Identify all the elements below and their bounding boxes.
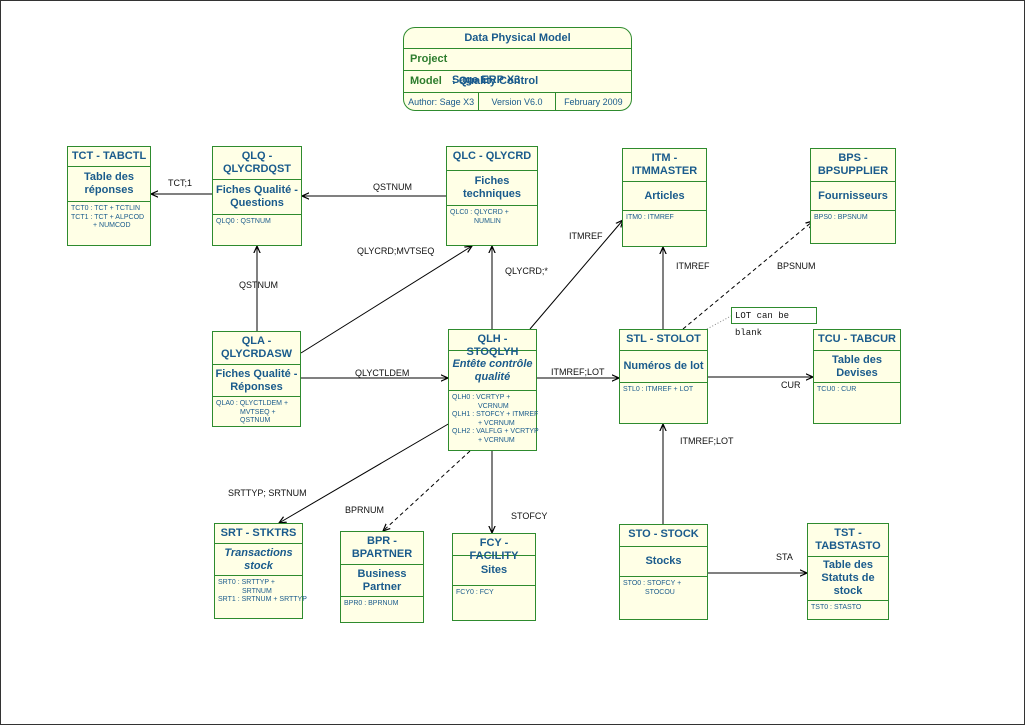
entity-keys: QLH0 : VCRTYP + VCRNUM QLH1 : STOFCY + I… <box>452 394 539 444</box>
entity-header: TCU - TABCUR <box>814 330 900 351</box>
entity-sto[interactable]: STO - STOCK Stocks STO0 : STOFCY + STOCO… <box>619 524 708 620</box>
link-label: ITMREF <box>676 261 710 271</box>
entity-desc: Transactions stock <box>215 544 302 576</box>
entity-header: STL - STOLOT <box>620 330 707 351</box>
entity-desc: Business Partner <box>341 565 423 597</box>
entity-header: BPS - BPSUPPLIER <box>811 149 895 182</box>
entity-qlq[interactable]: QLQ - QLYCRDQST Fiches Qualité - Questio… <box>212 146 302 246</box>
entity-keys: BPR0 : BPRNUM <box>344 600 399 607</box>
link-note <box>706 315 732 330</box>
link-qlh-bpr <box>383 450 471 531</box>
link-qlh-srt <box>279 422 451 523</box>
entity-header: QLC - QLYCRD <box>447 147 537 171</box>
entity-desc: Fiches Qualité - Questions <box>213 180 301 215</box>
model-label: Model <box>410 75 442 87</box>
entity-stl[interactable]: STL - STOLOT Numéros de lot STL0 : ITMRE… <box>619 329 708 424</box>
entity-header: QLA - QLYCRDASW <box>213 332 300 365</box>
entity-srt[interactable]: SRT - STKTRS Transactions stock SRT0 : S… <box>214 523 307 619</box>
link-label: BPSNUM <box>777 261 816 271</box>
entity-desc: Fournisseurs <box>811 182 895 211</box>
entity-keys: TST0 : STASTO <box>811 604 862 611</box>
entity-keys: QLC0 : QLYCRD + NUMLIN <box>450 209 509 225</box>
entity-tst[interactable]: TST - TABSTASTO Table des Statuts de sto… <box>807 523 889 620</box>
entity-header: ITM - ITMMASTER <box>623 149 706 182</box>
entity-header: QLH - STOQLYH <box>449 330 536 358</box>
entity-keys: FCY0 : FCY <box>456 589 494 596</box>
entity-qlh[interactable]: QLH - STOQLYH Entête contrôle qualité QL… <box>448 329 539 451</box>
entity-header: STO - STOCK <box>620 525 707 547</box>
link-label: ITMREF;LOT <box>680 436 734 446</box>
project-label: Project : <box>410 53 448 86</box>
date: February 2009 <box>564 97 623 107</box>
entity-desc: Numéros de lot <box>620 351 707 383</box>
title-block: Data Physical Model Project : Sage ERP X3… <box>403 27 632 111</box>
entity-keys: BPS0 : BPSNUM <box>814 214 868 221</box>
link-qlh-itm <box>529 220 623 330</box>
entity-keys: TCU0 : CUR <box>817 386 857 393</box>
link-label: STOFCY <box>511 511 548 521</box>
entity-keys: STL0 : ITMREF + LOT <box>623 386 694 393</box>
entity-keys: QLA0 : QLYCTLDEM + MVTSEQ + QSTNUM <box>216 400 289 424</box>
link-label: SRTTYP; SRTNUM <box>228 488 307 498</box>
entity-header: SRT - STKTRS <box>215 524 302 544</box>
entity-itm[interactable]: ITM - ITMMASTER Articles ITM0 : ITMREF <box>622 148 707 247</box>
entity-header: QLQ - QLYCRDQST <box>213 147 301 180</box>
note-lot-blank: LOT can be blank <box>731 307 817 338</box>
entity-bps[interactable]: BPS - BPSUPPLIER Fournisseurs BPS0 : BPS… <box>810 148 896 244</box>
version: Version V6.0 <box>479 93 556 110</box>
entity-bpr[interactable]: BPR - BPARTNER Business Partner BPR0 : B… <box>340 531 424 623</box>
entity-desc: Sites <box>453 556 535 586</box>
entity-desc: Articles <box>623 182 706 211</box>
model-value: : Quality Control <box>452 75 539 87</box>
entity-desc: Fiches Qualité - Réponses <box>213 365 300 397</box>
author: Author: Sage X3 <box>404 93 480 110</box>
meta-row: Author: Sage X3 Version V6.0 February 20… <box>404 93 631 110</box>
entity-keys: SRT0 : SRTTYP + SRTNUM SRT1 : SRTNUM + S… <box>218 579 307 603</box>
link-label: QSTNUM <box>239 280 278 290</box>
entity-tcu[interactable]: TCU - TABCUR Table des Devises TCU0 : CU… <box>813 329 901 424</box>
project-value: Sage ERP X3 <box>452 74 521 86</box>
entity-desc: Stocks <box>620 547 707 577</box>
link-label: ITMREF;LOT <box>551 367 605 377</box>
entity-header: TCT - TABCTL <box>68 147 150 167</box>
diagram-title: Data Physical Model <box>404 28 631 49</box>
project-row: Project : Sage ERP X3 <box>404 49 631 86</box>
link-label: QLYCRD;* <box>505 266 548 276</box>
entity-fcy[interactable]: FCY - FACILITY Sites FCY0 : FCY <box>452 533 536 621</box>
entity-tct[interactable]: TCT - TABCTL Table des réponses TCT0 : T… <box>67 146 151 246</box>
entity-desc: Entête contrôle qualité <box>449 351 536 391</box>
entity-header: TST - TABSTASTO <box>808 524 888 557</box>
entity-keys: ITM0 : ITMREF <box>626 214 674 221</box>
entity-qla[interactable]: QLA - QLYCRDASW Fiches Qualité - Réponse… <box>212 331 301 427</box>
entity-keys: STO0 : STOFCY + STOCOU <box>623 580 682 596</box>
entity-desc: Table des réponses <box>68 167 150 202</box>
link-label: CUR <box>781 380 801 390</box>
entity-desc: Table des Statuts de stock <box>808 557 888 601</box>
link-label: QSTNUM <box>373 182 412 192</box>
link-label: BPRNUM <box>345 505 385 515</box>
entity-header: FCY - FACILITY <box>453 534 535 562</box>
link-label: STA <box>776 552 793 562</box>
entity-keys: TCT0 : TCT + TCTLIN TCT1 : TCT + ALPCOD … <box>71 205 145 229</box>
link-qla-qlc <box>300 246 472 354</box>
link-label: ITMREF <box>569 231 603 241</box>
entity-desc: Fiches techniques <box>447 171 537 206</box>
link-label: QLYCTLDEM <box>355 368 410 378</box>
entity-keys: QLQ0 : QSTNUM <box>216 218 271 225</box>
link-label: QLYCRD;MVTSEQ <box>357 246 435 256</box>
entity-qlc[interactable]: QLC - QLYCRD Fiches techniques QLC0 : QL… <box>446 146 538 246</box>
link-stl-bps <box>682 221 813 330</box>
model-row: Model : Quality Control <box>404 71 631 93</box>
entity-header: BPR - BPARTNER <box>341 532 423 565</box>
link-label: TCT;1 <box>168 178 193 188</box>
entity-desc: Table des Devises <box>814 351 900 383</box>
